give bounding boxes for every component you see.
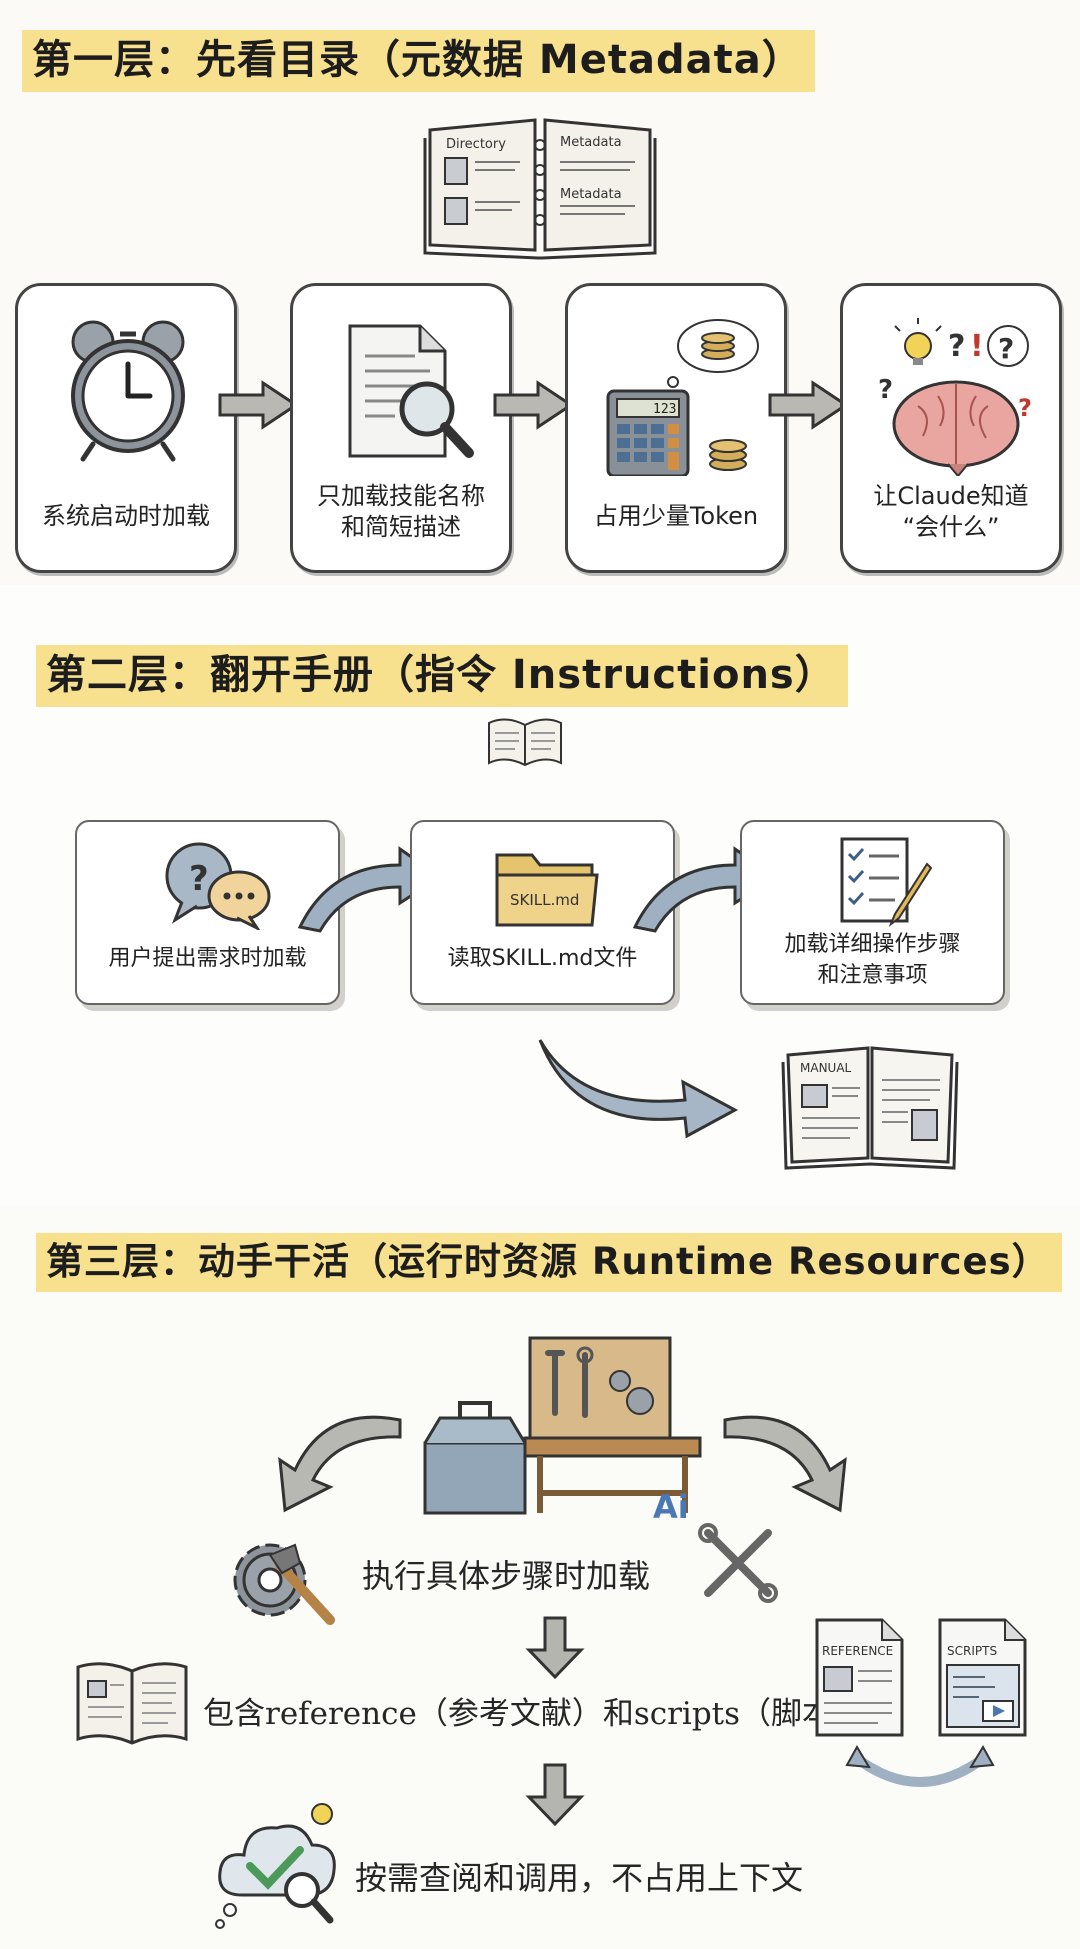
workbench-tools-icon: Ai bbox=[423, 1336, 702, 1526]
open-book-icon: Directory Metadata Metadata bbox=[423, 118, 657, 260]
step-includes: 包含reference（参考文献）和scripts（脚本） bbox=[203, 1696, 865, 1732]
ai-label: Ai bbox=[653, 1488, 689, 1526]
layer1-heading: 第一层：先看目录（元数据 Metadata） bbox=[22, 30, 815, 92]
cloud-check-icon bbox=[215, 1803, 336, 1929]
manual-book-icon: MANUAL bbox=[781, 1046, 959, 1170]
calculator-coins-icon: 123 bbox=[606, 319, 759, 476]
svg-text:?: ? bbox=[878, 375, 893, 405]
svg-text:?: ? bbox=[948, 329, 965, 364]
arrow-right-icon bbox=[493, 380, 573, 430]
card-label-read-skill: 读取SKILL.md文件 bbox=[447, 946, 638, 971]
reference-document-icon: REFERENCE bbox=[815, 1618, 904, 1737]
arrow-right-icon bbox=[768, 380, 848, 430]
folder-icon: SKILL.md bbox=[495, 853, 599, 927]
arrow-down-icon bbox=[525, 1616, 585, 1680]
svg-text:?: ? bbox=[189, 859, 209, 899]
svg-text:?: ? bbox=[998, 332, 1014, 365]
reference-book-icon bbox=[76, 1662, 188, 1745]
layer1-card-load-names: 只加载技能名称 和简短描述 bbox=[290, 283, 512, 573]
layer1-card-startup: 系统启动时加载 bbox=[15, 283, 237, 573]
card-label-load-names: 只加载技能名称 和简短描述 bbox=[317, 482, 485, 542]
layer1-section: 第一层：先看目录（元数据 Metadata） Directory Metadat… bbox=[0, 0, 1080, 585]
calculator-display: 123 bbox=[653, 402, 676, 417]
card-label-claude-knows: 让Claude知道 “会什么” bbox=[873, 482, 1029, 542]
layer2-heading: 第二层：翻开手册（指令 Instructions） bbox=[36, 645, 848, 707]
curved-arrow-icon bbox=[538, 1039, 739, 1139]
document-search-icon bbox=[348, 324, 474, 458]
small-book-icon bbox=[488, 718, 562, 767]
layer2-section: 第二层：翻开手册（指令 Instructions） ? 用户提出需求时加载 SK… bbox=[0, 585, 1080, 1205]
brain-idea-icon: ? ! ? ? ? bbox=[878, 318, 1032, 476]
swap-arrow-icon bbox=[845, 1745, 995, 1787]
book-label-metadata-2: Metadata bbox=[560, 187, 622, 202]
step-execute: 执行具体步骤时加载 bbox=[362, 1557, 651, 1595]
alarm-clock-icon bbox=[71, 320, 185, 462]
doc-label-reference: REFERENCE bbox=[822, 1644, 893, 1658]
chat-bubbles-icon: ? bbox=[165, 842, 271, 930]
book-label-directory: Directory bbox=[446, 137, 506, 152]
svg-text:!: ! bbox=[970, 329, 984, 364]
layer3-heading: 第三层：动手干活（运行时资源 Runtime Resources） bbox=[36, 1233, 1062, 1292]
wrench-screwdriver-icon bbox=[698, 1523, 778, 1603]
manual-label: MANUAL bbox=[800, 1061, 852, 1075]
doc-label-scripts: SCRIPTS bbox=[947, 1644, 997, 1658]
layer3-section: 第三层：动手干活（运行时资源 Runtime Resources） Ai 执行具… bbox=[0, 1205, 1080, 1949]
scripts-document-icon: SCRIPTS bbox=[938, 1618, 1027, 1737]
folder-label: SKILL.md bbox=[510, 891, 579, 909]
card-label-startup: 系统启动时加载 bbox=[42, 502, 210, 530]
layer2-card-read-skill: SKILL.md 读取SKILL.md文件 bbox=[410, 820, 675, 1005]
book-label-metadata-1: Metadata bbox=[560, 135, 622, 150]
layer2-card-user-request: ? 用户提出需求时加载 bbox=[75, 820, 340, 1005]
layer1-card-token: 123 占用少量Token bbox=[565, 283, 787, 573]
layer1-card-claude-knows: ? ! ? ? ? 让Claude知道 “会什么” bbox=[840, 283, 1062, 573]
layer2-card-load-steps: 加载详细操作步骤 和注意事项 bbox=[740, 820, 1005, 1005]
checklist-icon bbox=[840, 837, 933, 927]
curved-arrow-left-icon bbox=[278, 1415, 402, 1513]
arrow-right-icon bbox=[218, 380, 298, 430]
gear-hammer-icon bbox=[233, 1543, 335, 1625]
card-label-user-request: 用户提出需求时加载 bbox=[108, 946, 307, 971]
card-label-token: 占用少量Token bbox=[593, 502, 759, 530]
card-label-load-steps: 加载详细操作步骤 和注意事项 bbox=[784, 932, 961, 988]
svg-text:?: ? bbox=[1018, 394, 1032, 422]
curved-arrow-right-icon bbox=[723, 1415, 847, 1513]
step-on-demand: 按需查阅和调用，不占用上下文 bbox=[355, 1859, 804, 1897]
arrow-down-icon bbox=[525, 1763, 585, 1827]
